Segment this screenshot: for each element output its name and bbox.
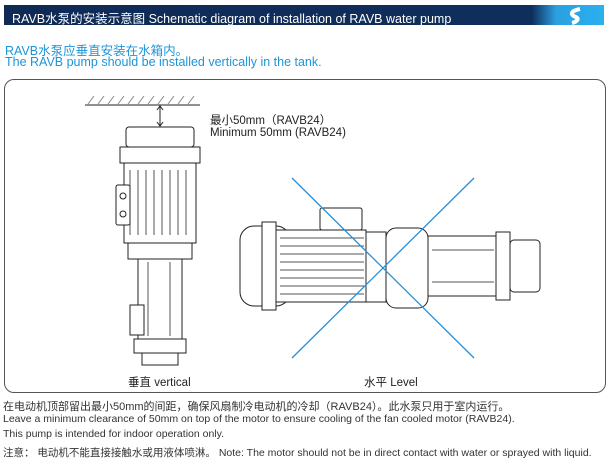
clearance-en: Minimum 50mm (RAVB24) [210, 127, 346, 139]
not-allowed-cross [291, 177, 475, 359]
diagram-frame [4, 79, 606, 393]
vertical-pump [115, 126, 201, 366]
ceiling-hatch [85, 95, 200, 127]
note-line-1: 在电动机顶部留出最小50mm的间距，确保风扇制冷电动机的冷却（RAVB24）。此… [3, 401, 510, 413]
vertical-label: 垂直 vertical [128, 377, 191, 389]
intro-en: The RAVB pump should be installed vertic… [5, 55, 322, 69]
note-line-2: Leave a minimum clearance of 50mm on top… [3, 413, 515, 425]
horizontal-pump [239, 207, 541, 311]
level-label: 水平 Level [364, 377, 418, 389]
note-line-4: 注意： 电动机不能直接接触水或用液体喷淋。 Note: The motor sh… [3, 447, 592, 459]
clearance-zh: 最小50mm（RAVB24） [210, 115, 332, 127]
note-line-3: This pump is intended for indoor operati… [3, 428, 225, 440]
header-title: RAVB水泵的安装示意图 Schematic diagram of instal… [12, 12, 452, 26]
intro-zh: RAVB水泵应垂直安装在水箱内。 [5, 44, 189, 58]
header-bar: RAVB水泵的安装示意图 Schematic diagram of instal… [4, 5, 604, 26]
logo-icon [569, 7, 581, 25]
